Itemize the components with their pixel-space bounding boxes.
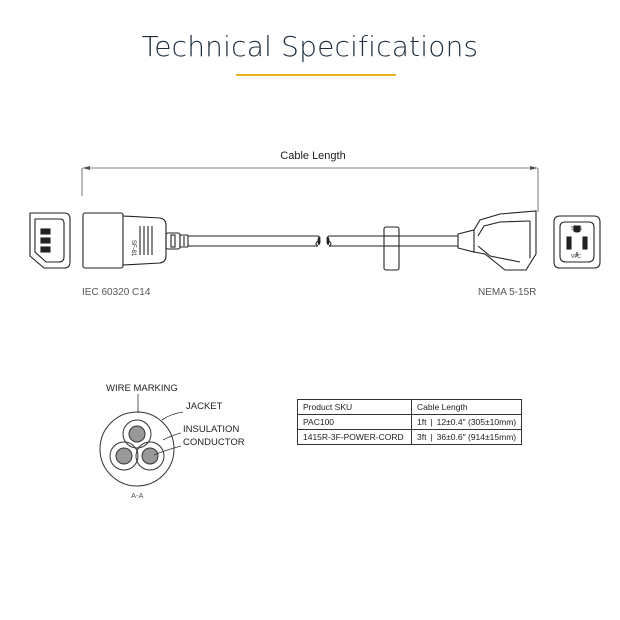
iec-c14-inlet-face: [29, 212, 71, 269]
page-title: Technical Specifications: [141, 30, 479, 63]
dimension-label: Cable Length: [280, 150, 346, 162]
table-header-row: Product SKU Cable Length: [297, 399, 523, 415]
separator: |: [430, 432, 433, 442]
insulation-label: INSULATION: [183, 424, 240, 435]
table-header: Product SKU: [297, 399, 412, 415]
left-connector-label: IEC 60320 C14: [82, 287, 151, 298]
right-connector-label: NEMA 5-15R: [478, 287, 537, 298]
cable-left-segment: [188, 235, 321, 247]
table-row: PAC100 1ft|12±0.4" (305±10mm): [297, 414, 523, 430]
section-label: A-A: [131, 491, 144, 500]
dimension-line: [81, 166, 539, 212]
table-cell-length: 1ft|12±0.4" (305±10mm): [410, 414, 523, 430]
iec-c14-connector-body: [82, 212, 189, 269]
wire-marking-label: WIRE MARKING: [106, 383, 178, 394]
table-cell-sku: PAC100: [297, 414, 412, 430]
length-ft: 1ft: [417, 417, 427, 427]
table-cell-length: 3ft|36±0.6" (914±15mm): [410, 429, 523, 445]
nema-5-15r-connector-body: [457, 210, 537, 271]
separator: |: [430, 417, 433, 427]
spec-table: Product SKU Cable Length PAC100 1ft|12±0…: [297, 399, 523, 445]
length-ft: 3ft: [417, 432, 427, 442]
cable-right-segment: [326, 235, 458, 247]
right-connector-marking: SF-5: [571, 226, 582, 232]
table-header: Cable Length: [410, 399, 523, 415]
right-connector-marking-2: VFC: [571, 254, 581, 260]
length-detail: 12±0.4" (305±10mm): [436, 417, 517, 427]
cable-break-marks: [317, 237, 330, 245]
table-cell-sku: 1415R-3F-POWER-CORD: [297, 429, 412, 445]
length-detail: 36±0.6" (914±15mm): [436, 432, 517, 442]
cable-cross-section: [99, 411, 175, 487]
table-row: 1415R-3F-POWER-CORD 3ft|36±0.6" (914±15m…: [297, 429, 523, 445]
nema-5-15r-face: [553, 215, 601, 269]
jacket-label: JACKET: [186, 401, 223, 412]
left-connector-marking: SF-81: [130, 240, 136, 257]
cross-section-leaders: [137, 394, 184, 456]
conductor-label: CONDUCTOR: [183, 437, 245, 448]
cable-tie: [383, 226, 400, 271]
title-underline: [236, 74, 396, 76]
